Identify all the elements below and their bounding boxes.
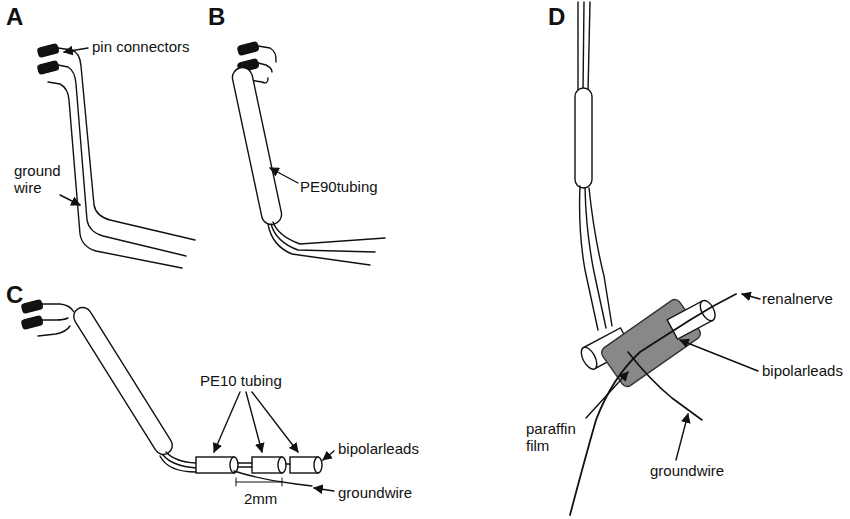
panel-letter: B	[208, 4, 225, 30]
panel-letter: C	[6, 282, 23, 308]
part-label: renalnerve	[762, 290, 833, 307]
part-label: bipolarleads	[762, 362, 843, 379]
part-label: pin connectors	[92, 38, 190, 55]
part-label: bipolarleads	[338, 440, 419, 457]
part-label: groundwire	[650, 462, 724, 479]
part-label: groundwire	[338, 484, 412, 501]
dimension-label: 2mm	[244, 490, 277, 507]
panel-letter: D	[548, 4, 565, 30]
part-label: PE10 tubing	[200, 372, 282, 389]
part-label: PE90tubing	[300, 178, 378, 195]
part-label: ground wire	[14, 162, 74, 196]
panel-letter: A	[6, 4, 23, 30]
part-label: paraffin film	[526, 420, 586, 454]
